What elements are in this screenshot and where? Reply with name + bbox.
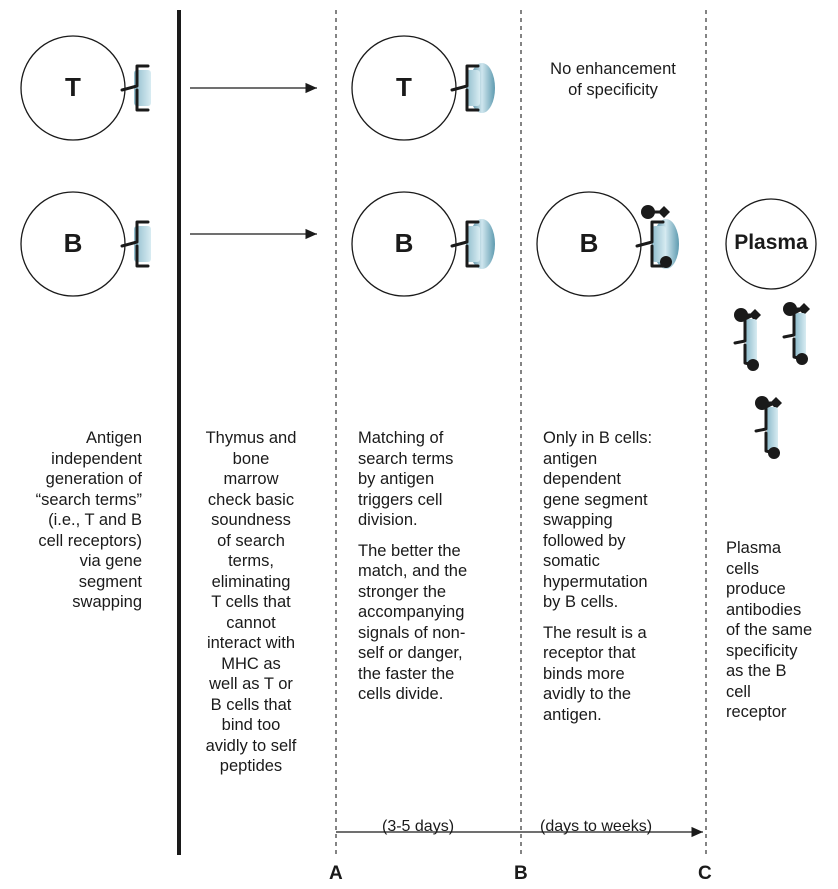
col2-line: interact with xyxy=(206,634,296,652)
col1-line: “search terms” xyxy=(35,490,142,509)
col5-line: specificity xyxy=(726,641,798,660)
antibody-2 xyxy=(782,302,810,365)
b-cell-left xyxy=(20,191,151,297)
col3-line: signals of non- xyxy=(358,623,466,642)
col4-line: Only in B cells: xyxy=(543,429,653,447)
col2-line: cannot xyxy=(226,613,276,632)
duration-ab-label: (3-5 days) xyxy=(382,818,455,835)
col3-line: cells divide. xyxy=(358,685,444,703)
plasma-cell-label: Plasma xyxy=(734,231,808,254)
col2-line: bone xyxy=(232,449,270,468)
b-cell-antigen-bound xyxy=(351,191,495,297)
col4-line: antigen. xyxy=(543,705,602,724)
col3-line: match, and the xyxy=(358,562,468,580)
col4-line: antigen xyxy=(543,449,598,468)
note-line: No enhancement xyxy=(550,60,676,78)
b-cell-hypermutated xyxy=(536,191,679,297)
col5-description: Plasma cells produce antibodies of the s… xyxy=(726,538,834,723)
col2-line: terms, xyxy=(228,552,274,570)
col3-description: Matching of search terms by antigen trig… xyxy=(358,428,518,705)
plasma-cell xyxy=(725,198,817,290)
col4-line: The result is a xyxy=(543,623,647,642)
col3-line: self or danger, xyxy=(358,644,463,662)
b-cell-right-label: B xyxy=(579,228,599,258)
col2-line: check basic xyxy=(207,490,295,509)
col2-line: bind too xyxy=(221,716,281,734)
t-cell-antigen-bound xyxy=(351,35,495,141)
col4-line: gene segment xyxy=(543,490,648,509)
col5-line: antibodies xyxy=(726,600,802,619)
col4-line: dependent xyxy=(543,470,621,488)
col3-line: by antigen xyxy=(358,470,435,488)
col4-line: hypermutation xyxy=(543,572,648,591)
t-cell-mid-label: T xyxy=(396,72,412,102)
col1-line: (i.e., T and B xyxy=(48,511,142,529)
col1-line: Antigen xyxy=(86,429,142,447)
col1-line: segment xyxy=(78,572,142,591)
col5-line: cells xyxy=(726,559,760,578)
col1-line: via gene xyxy=(79,552,142,570)
col2-line: peptides xyxy=(219,757,283,775)
antibody-3 xyxy=(754,396,782,459)
t-cell-left-label: T xyxy=(65,72,81,102)
col2-line: marrow xyxy=(223,470,279,488)
col4-line: binds more xyxy=(543,664,625,683)
col2-line: Thymus and xyxy=(205,429,297,447)
col3-line: triggers cell xyxy=(358,490,443,509)
col4-line: followed by xyxy=(543,531,626,550)
col2-line: B cells that xyxy=(210,695,292,714)
col4-line: by B cells. xyxy=(543,593,619,611)
b-cell-mid-label: B xyxy=(394,228,414,258)
col1-line: cell receptors) xyxy=(38,531,142,550)
col1-description: Antigen independent generation of “searc… xyxy=(0,428,142,613)
col4-line: avidly to the xyxy=(543,685,632,703)
col2-description: Thymus and bone marrow check basic sound… xyxy=(186,428,316,777)
col3-line: search terms xyxy=(358,449,454,468)
note-line: of specificity xyxy=(568,80,658,99)
col5-line: of the same xyxy=(726,621,813,639)
b-cell-left-label: B xyxy=(63,228,83,258)
antibody-1 xyxy=(733,308,761,371)
col3-line: stronger the xyxy=(358,582,447,601)
col3-line: the faster the xyxy=(358,664,455,683)
col4-line: receptor that xyxy=(543,644,636,662)
col4-line: swapping xyxy=(543,511,613,529)
col2-line: MHC as xyxy=(221,654,281,673)
point-a-label: A xyxy=(329,863,343,884)
col2-line: T cells that xyxy=(211,593,291,611)
col2-line: of search xyxy=(217,531,285,550)
col3-line: The better the xyxy=(358,541,461,560)
point-c-label: C xyxy=(698,863,712,884)
col2-line: soundness xyxy=(211,511,291,529)
col5-line: produce xyxy=(726,580,786,598)
col5-line: cell xyxy=(726,682,751,701)
col2-line: avidly to self xyxy=(205,736,297,755)
col2-line: eliminating xyxy=(211,572,291,591)
col1-line: swapping xyxy=(72,593,142,611)
col5-line: receptor xyxy=(726,703,787,721)
col2-line: well as T or xyxy=(209,675,293,693)
col5-line: Plasma xyxy=(726,539,782,557)
duration-bc-label: (days to weeks) xyxy=(540,818,653,835)
col3-line: Matching of xyxy=(358,429,444,447)
col3-line: accompanying xyxy=(358,603,465,621)
col1-line: independent xyxy=(51,449,142,468)
t-cell-left xyxy=(20,35,151,141)
col4-description: Only in B cells: antigen dependent gene … xyxy=(543,428,703,725)
col3-line: division. xyxy=(358,511,418,529)
col5-line: as the B xyxy=(726,662,787,680)
col4-line: somatic xyxy=(543,552,600,570)
point-b-label: B xyxy=(514,863,528,884)
col1-line: generation of xyxy=(45,470,142,488)
no-enhancement-note: No enhancement of specificity xyxy=(528,59,698,100)
